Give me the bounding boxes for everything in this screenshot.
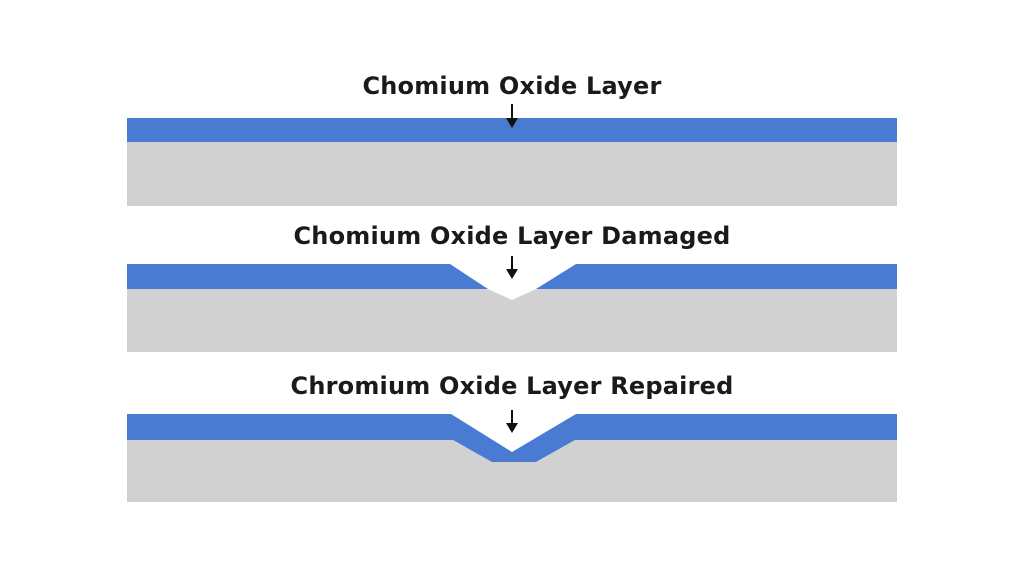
arrow-icon [506,256,518,279]
panel-title-intact: Chomium Oxide Layer [362,72,662,100]
arrow-icon [506,410,518,433]
oxide-layer [127,118,897,142]
base-metal [127,289,897,352]
base-metal [127,142,897,206]
layer-diagram-repaired [127,410,897,502]
oxide-layer [127,414,897,462]
arrow-icon [506,104,518,128]
layer-diagram-damaged [127,256,897,352]
oxide-layer-left [127,264,488,289]
panel-title-repaired: Chromium Oxide Layer Repaired [290,372,734,400]
panel-title-damaged: Chomium Oxide Layer Damaged [293,222,731,250]
layer-diagram-intact [127,104,897,206]
base-metal [127,440,897,502]
oxide-layer-right [536,264,897,289]
